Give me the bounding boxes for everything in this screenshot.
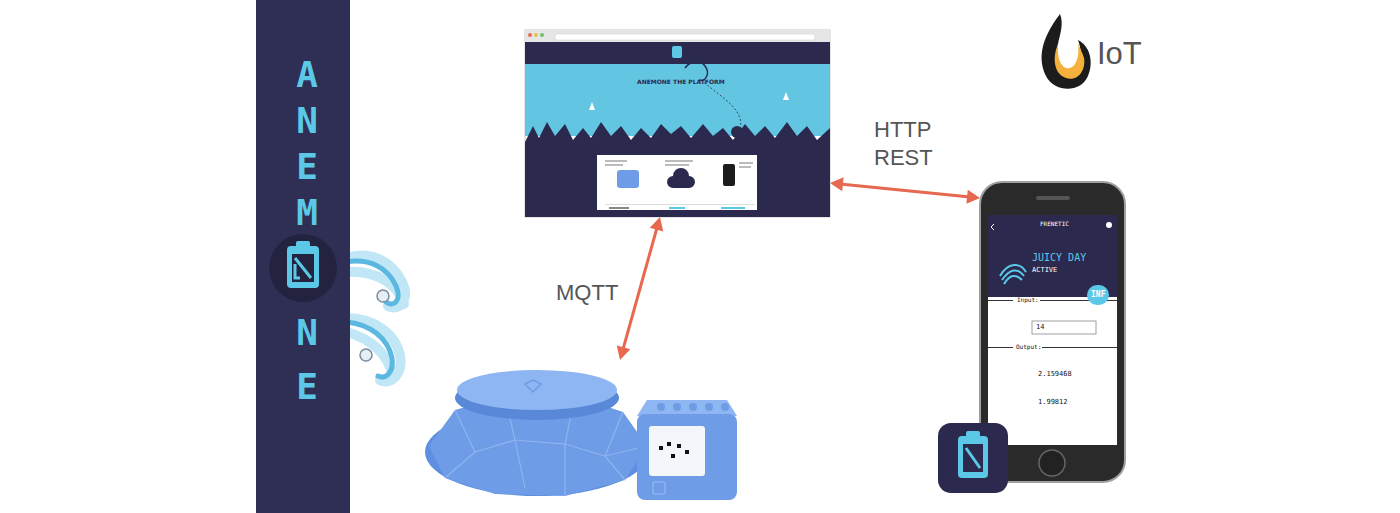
node-text: 14: [1036, 323, 1044, 331]
web-platform-browser-illustration: [525, 30, 830, 217]
arrow-head: [617, 346, 630, 360]
arrow-head: [830, 177, 844, 191]
node-text: ANEMONE THE PLATFORM: [637, 78, 725, 85]
connector-line: [623, 227, 658, 351]
node-text: ACTIVE: [1032, 266, 1057, 274]
device-group: [415, 360, 740, 505]
node-text: Output:: [1016, 343, 1041, 350]
node-text: JUICY DAY: [1032, 252, 1086, 264]
web-platform-browser: ANEMONE THE PLATFORM: [525, 30, 830, 217]
title-band: ANEM NE: [256, 0, 350, 513]
mobile-phone: FRENETIC JUICY DAY ACTIVE INF Input: 14Output…: [980, 182, 1125, 482]
protocol-label: HTTP REST: [874, 116, 950, 172]
protocol-label: MQTT: [556, 279, 636, 307]
iot-text: IoT: [1097, 36, 1142, 72]
node-text: Input:: [1017, 296, 1039, 303]
node-text: 2.159468: [1038, 370, 1072, 378]
node-text: 1.99812: [1038, 398, 1068, 406]
connector-line: [840, 184, 970, 197]
connector-arrow: [830, 177, 980, 203]
node-text: ANEM: [289, 52, 325, 236]
arrow-head: [650, 217, 663, 231]
node-text: NE: [289, 306, 325, 414]
node-text: INF: [1087, 285, 1109, 305]
node-text: FRENETIC: [1040, 220, 1069, 227]
connector-arrow: [617, 217, 663, 360]
arrow-head: [966, 190, 980, 204]
device-group-illustration: [415, 360, 740, 505]
